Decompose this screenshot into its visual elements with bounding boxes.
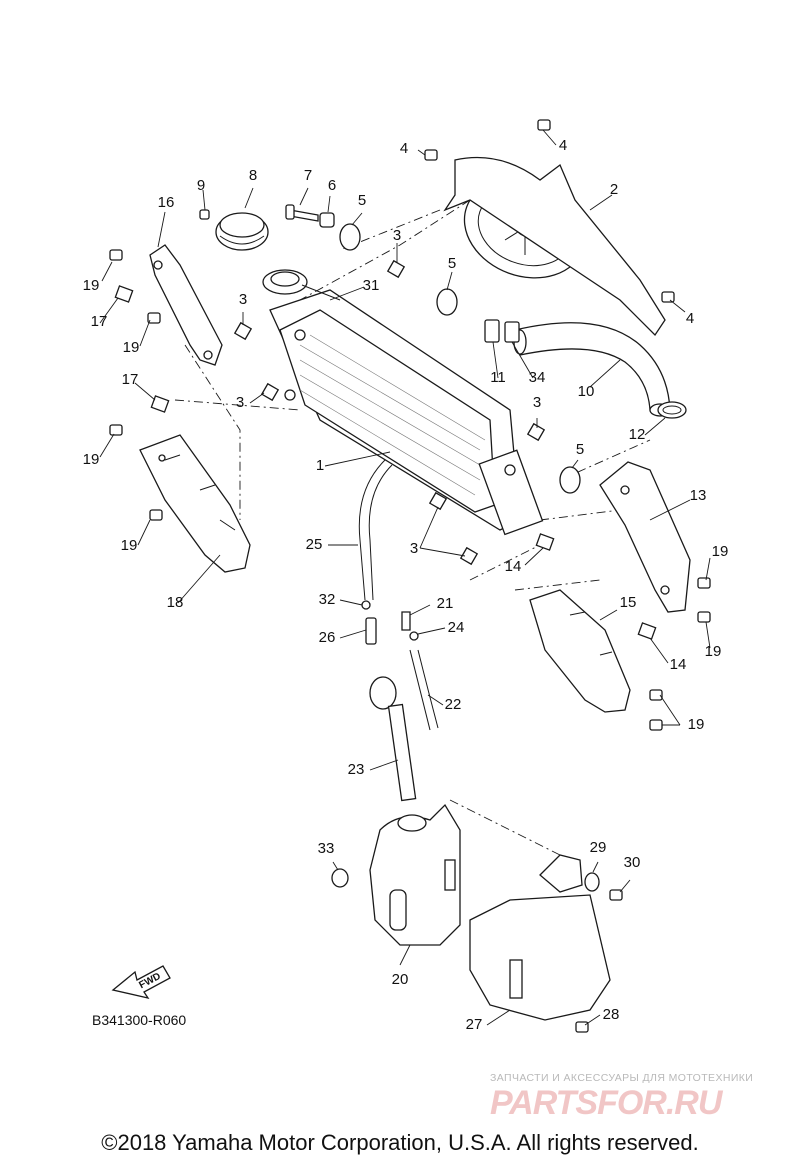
radiator-cap <box>215 212 269 251</box>
callout-18: 18 <box>167 594 184 611</box>
copyright-notice: ©2018 Yamaha Motor Corporation, U.S.A. A… <box>101 1130 699 1155</box>
callout-10: 10 <box>578 383 595 400</box>
callout-19-b: 19 <box>123 339 140 356</box>
breather-hose <box>358 459 393 601</box>
right-bracket <box>599 461 691 613</box>
callout-5-top: 5 <box>358 192 366 209</box>
callout-21: 21 <box>437 595 454 612</box>
callout-7: 7 <box>304 167 312 184</box>
callout-5-right: 5 <box>576 441 584 458</box>
callout-11: 11 <box>490 369 506 386</box>
callout-22: 22 <box>445 696 462 713</box>
callout-12: 12 <box>629 426 646 443</box>
callout-19-e: 19 <box>712 543 729 560</box>
right-side-cover <box>529 589 631 713</box>
hose-joint <box>361 600 419 645</box>
left-side-cover <box>139 434 251 573</box>
callout-20: 20 <box>392 971 409 988</box>
callout-34: 34 <box>529 369 546 386</box>
callout-3-left: 3 <box>239 291 247 308</box>
left-bracket <box>149 244 223 366</box>
radiator <box>269 289 544 536</box>
callout-30: 30 <box>624 854 641 871</box>
cover-bolts <box>109 249 711 731</box>
callout-3-right: 3 <box>533 394 541 411</box>
callout-16: 16 <box>158 194 175 211</box>
cooling-fan <box>443 156 666 337</box>
callout-19-d: 19 <box>121 537 138 554</box>
leader-lines <box>99 129 711 1026</box>
watermark-brand: PARTSFOR.RU <box>490 1084 722 1122</box>
coolant-reservoir <box>369 803 461 946</box>
callout-33: 33 <box>318 840 335 857</box>
callout-3-bottom: 3 <box>410 540 418 557</box>
callout-3-mid: 3 <box>236 394 244 411</box>
reservoir-cover <box>469 854 611 1021</box>
clip-nuts <box>233 259 546 566</box>
callout-13: 13 <box>690 487 707 504</box>
callout-29: 29 <box>590 839 607 856</box>
callout-17-top: 17 <box>91 313 108 330</box>
filler-neck <box>262 269 341 301</box>
rubber-dampers <box>339 223 581 494</box>
callout-19-a: 19 <box>83 277 100 294</box>
callout-27: 27 <box>466 1016 483 1033</box>
mount-hardware <box>199 204 335 228</box>
fwd-arrow-icon: FWD <box>111 965 171 999</box>
hose-clamp <box>657 401 687 419</box>
overflow-hose <box>409 649 439 731</box>
callout-19-c: 19 <box>83 451 100 468</box>
callout-17-bottom: 17 <box>122 371 139 388</box>
sensor-parts <box>484 319 520 343</box>
callouts: 1 2 3 3 3 3 3 4 4 4 5 5 5 6 7 8 9 10 11 … <box>83 137 729 1033</box>
clip-nuts-14 <box>535 533 657 640</box>
reservoir-hardware <box>331 868 623 1033</box>
callout-8: 8 <box>249 167 257 184</box>
callout-6: 6 <box>328 177 336 194</box>
callout-28: 28 <box>603 1006 620 1023</box>
callout-4-top: 4 <box>559 137 567 154</box>
callout-23: 23 <box>348 761 365 778</box>
callout-19-g: 19 <box>688 716 705 733</box>
callout-24: 24 <box>448 619 465 636</box>
callout-5-mid: 5 <box>448 255 456 272</box>
callout-26: 26 <box>319 629 336 646</box>
clip-nuts-17 <box>114 285 170 413</box>
callout-14-left: 14 <box>505 558 522 575</box>
callout-15: 15 <box>620 594 637 611</box>
callout-1: 1 <box>316 457 324 474</box>
callout-25: 25 <box>306 536 323 553</box>
watermark-tagline: ЗАПЧАСТИ И АКСЕССУАРЫ ДЛЯ МОТОТЕХНИКИ <box>490 1072 754 1084</box>
callout-31: 31 <box>363 277 380 294</box>
callout-4-left: 4 <box>400 140 408 157</box>
callout-32: 32 <box>319 591 336 608</box>
callout-2: 2 <box>610 181 618 198</box>
diagram-code: B341300-R060 <box>92 1012 187 1028</box>
callout-4-right: 4 <box>686 310 694 327</box>
reservoir-cap-hose <box>369 676 417 802</box>
callout-3-top: 3 <box>393 227 401 244</box>
callout-14-right: 14 <box>670 656 687 673</box>
callout-9: 9 <box>197 177 205 194</box>
callout-19-f: 19 <box>705 643 722 660</box>
